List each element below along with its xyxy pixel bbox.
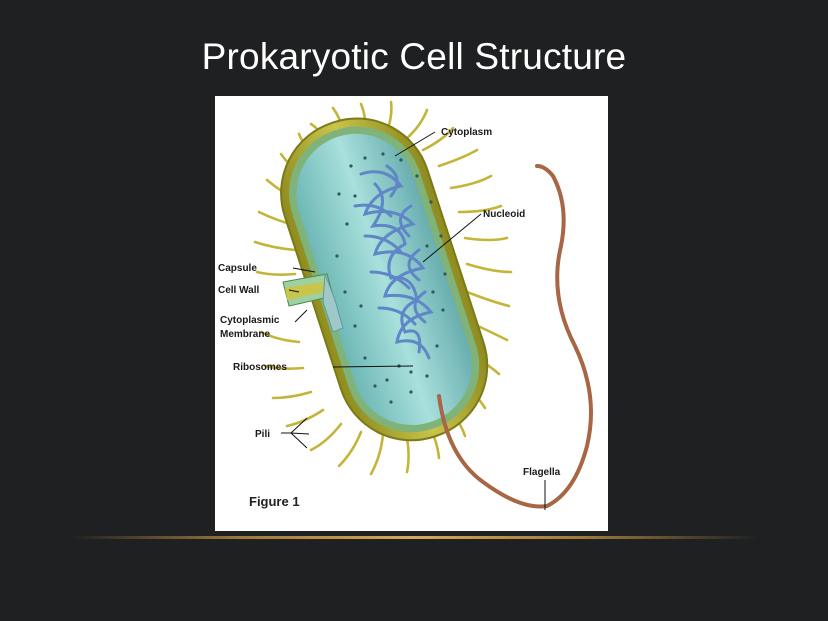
cell-wall-cutaway [282, 273, 344, 333]
nucleoid [353, 164, 434, 360]
leader-lines [281, 131, 546, 510]
cell-diagram: Cytoplasm Nucleoid Capsule Cell Wall Cyt… [215, 96, 608, 531]
cell-illustration: Cytoplasm Nucleoid Capsule Cell Wall Cyt… [218, 100, 593, 510]
ribosomes [335, 152, 447, 404]
label-pili: Pili [255, 429, 270, 440]
accent-divider [70, 536, 758, 539]
label-capsule: Capsule [218, 263, 257, 274]
label-nucleoid: Nucleoid [483, 209, 525, 220]
flagellum [437, 164, 593, 509]
cell-body [280, 117, 489, 442]
label-cytoplasmic-membrane-line2: Membrane [220, 329, 270, 340]
label-cytoplasm: Cytoplasm [441, 127, 492, 138]
figure-caption: Figure 1 [249, 494, 300, 509]
slide-title: Prokaryotic Cell Structure [201, 36, 627, 77]
label-cytoplasmic-membrane-line1: Cytoplasmic [220, 315, 280, 326]
label-ribosomes: Ribosomes [233, 362, 287, 373]
label-flagella: Flagella [523, 467, 561, 478]
label-cell-wall: Cell Wall [218, 285, 260, 296]
